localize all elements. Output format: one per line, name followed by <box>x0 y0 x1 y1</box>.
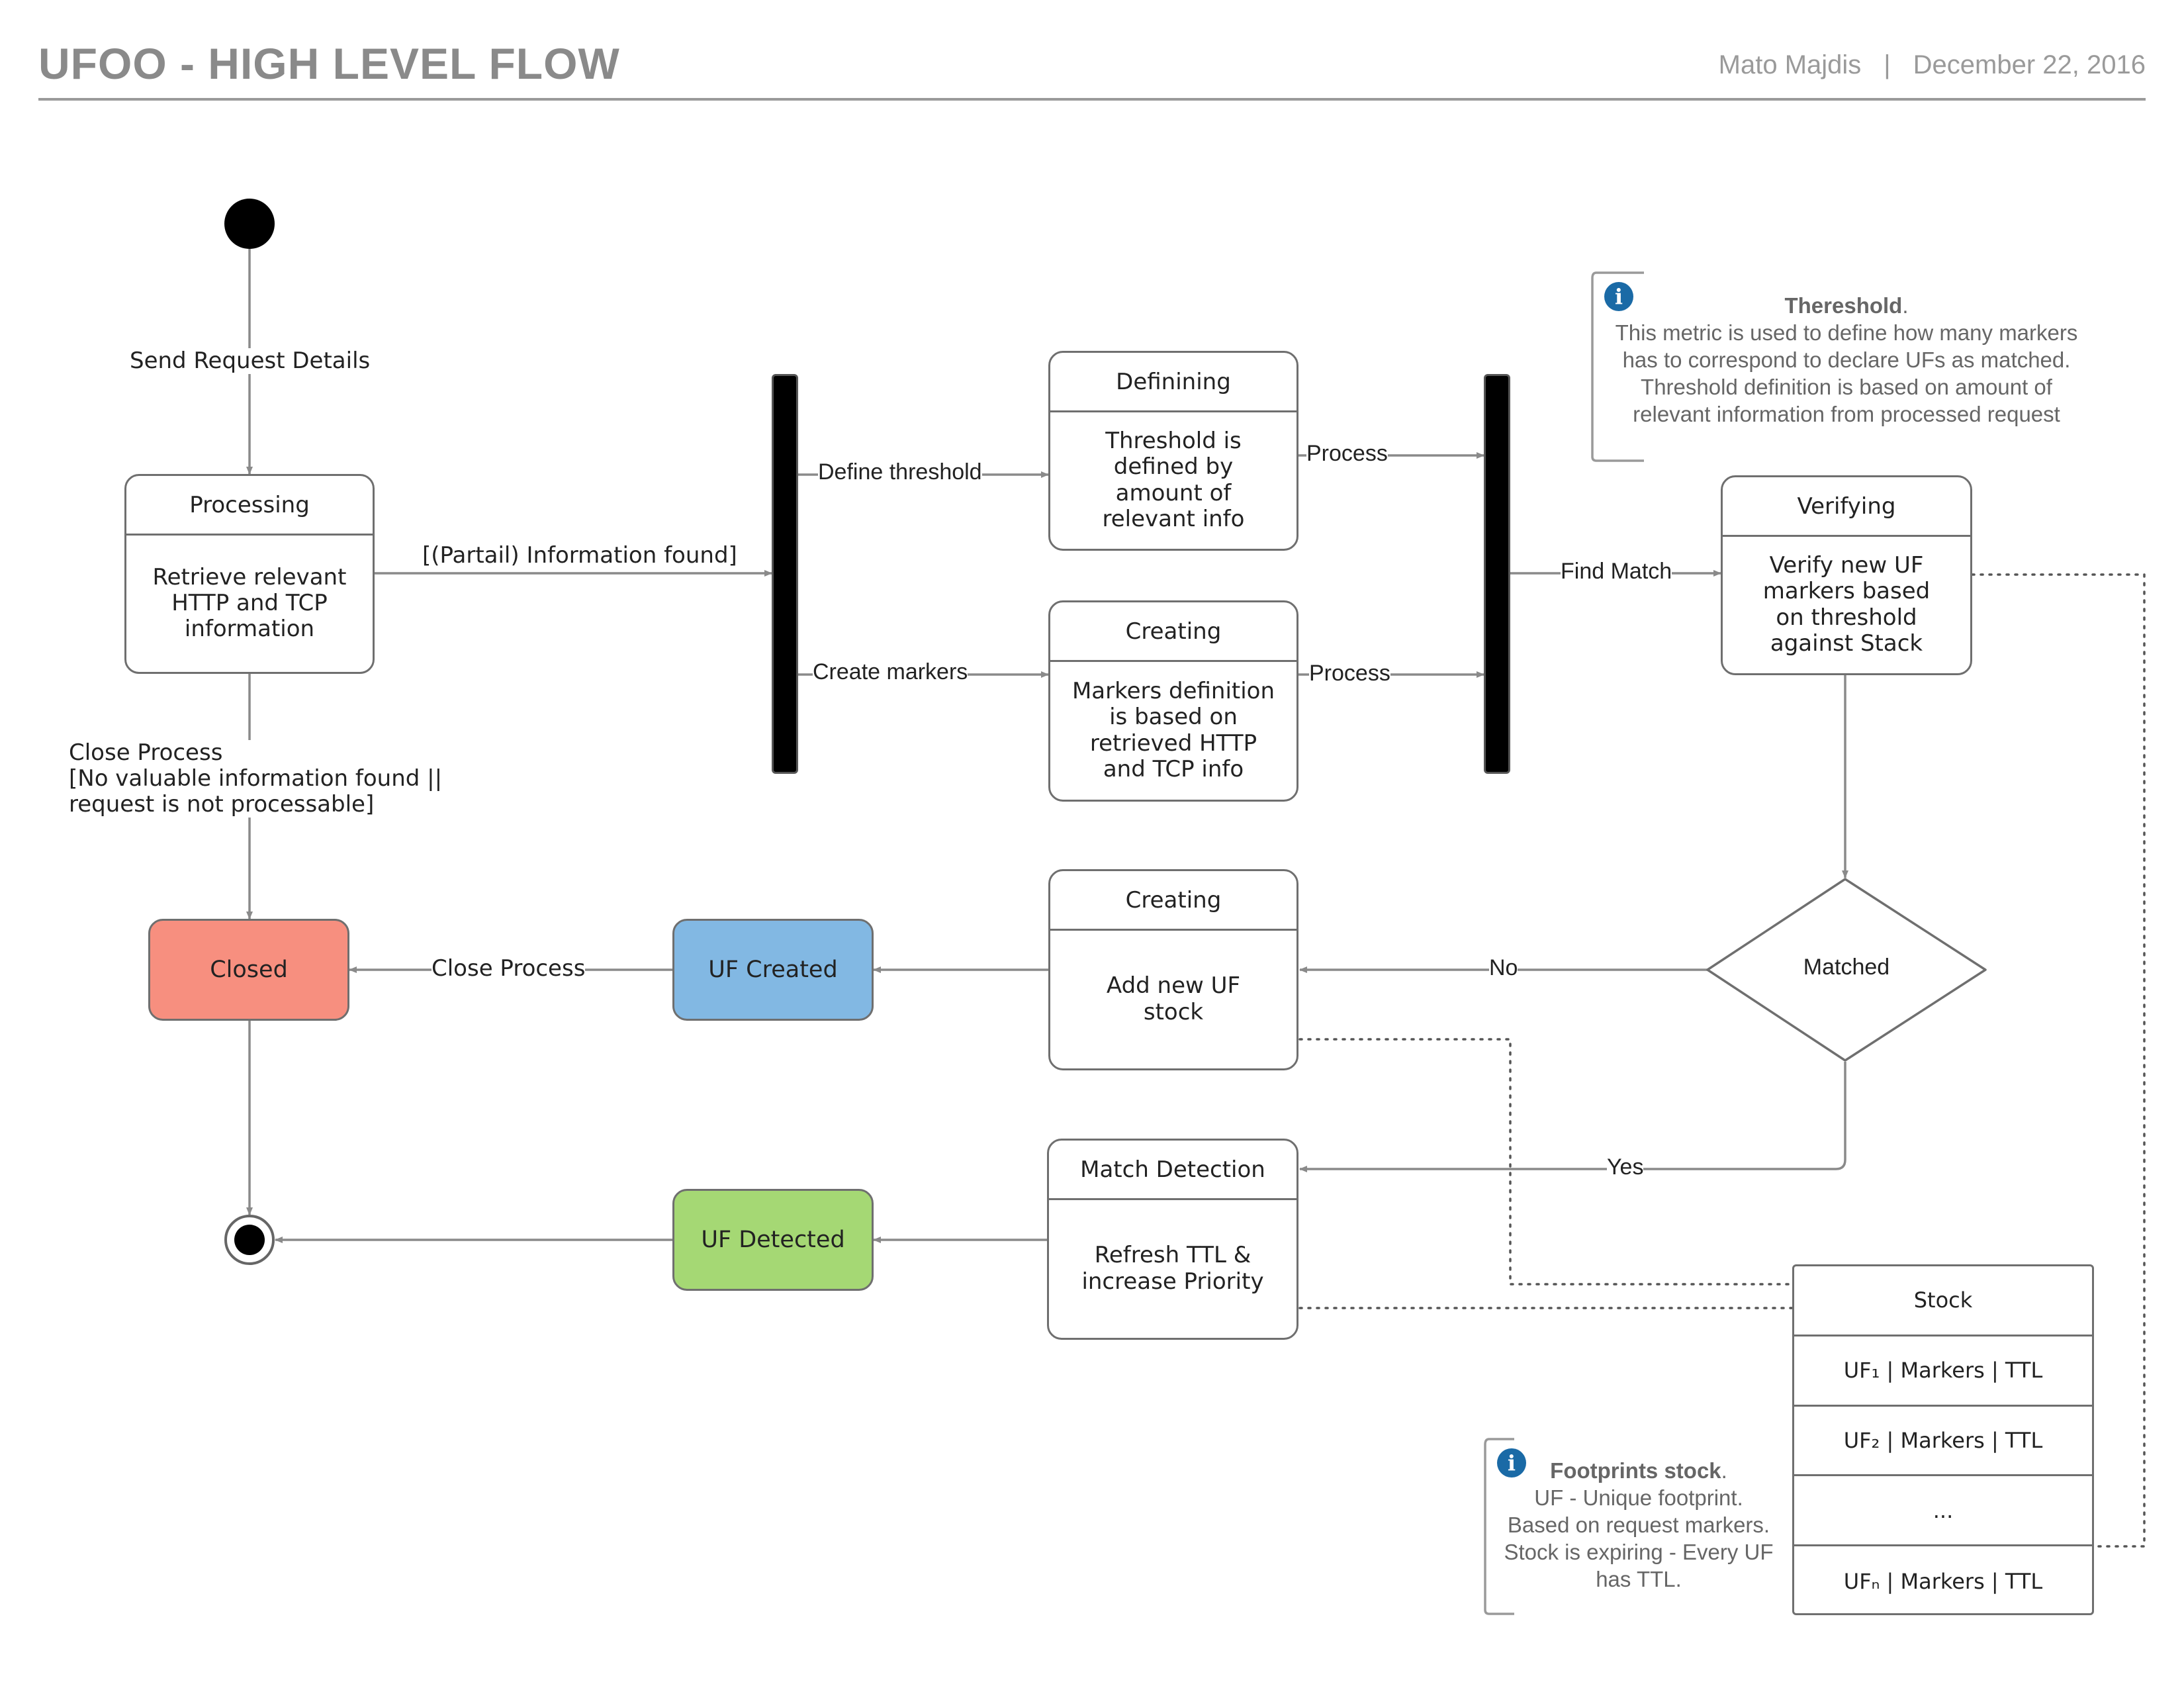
header-rule <box>38 98 2146 101</box>
footprints-note: Footprints stock. UF - Unique footprint.… <box>1486 1458 1791 1593</box>
edge-label-process-1: Process <box>1306 441 1388 467</box>
edge-label-find-match: Find Match <box>1561 559 1672 585</box>
terminal-closed: Closed <box>148 919 349 1021</box>
threshold-note: Thereshold. This metric is used to defin… <box>1608 293 2085 428</box>
footprints-note-line: has TTL. <box>1596 1566 1682 1591</box>
state-title: Verifying <box>1723 477 1970 537</box>
stock-row: UF₂ | Markers | TTL <box>1794 1407 2092 1477</box>
threshold-note-line: This metric is used to define how many m… <box>1615 320 2078 345</box>
edge-label-process-2: Process <box>1309 661 1390 687</box>
assoc-verifying-stock <box>1971 573 2146 1548</box>
state-body: Add new UF stock <box>1106 972 1241 1025</box>
edge-label-close-process-cond: Close Process [No valuable information f… <box>69 739 443 818</box>
join-bar <box>1484 374 1510 774</box>
state-title: Processing <box>126 476 373 536</box>
threshold-note-title: Thereshold. <box>1784 293 1909 318</box>
footprints-note-line: UF - Unique footprint. <box>1534 1485 1743 1510</box>
page-title: UFOO - HIGH LEVEL FLOW <box>38 39 620 88</box>
decision-label: Matched <box>1803 955 1890 980</box>
threshold-note-bracket <box>1591 271 1644 462</box>
edge-label-no: No <box>1489 955 1518 982</box>
state-body: Verify new UF markers based on threshold… <box>1762 552 1931 657</box>
edge-label-yes: Yes <box>1607 1154 1644 1181</box>
state-body: Retrieve relevant HTTP and TCP informati… <box>152 563 347 643</box>
state-defining: Definining Threshold is defined by amoun… <box>1048 351 1298 551</box>
initial-node <box>224 199 275 249</box>
state-title: Definining <box>1050 353 1297 412</box>
footprints-note-line: Stock is expiring - Every UF <box>1504 1539 1774 1564</box>
state-match-detection: Match Detection Refresh TTL & increase P… <box>1047 1139 1298 1340</box>
threshold-note-line: has to correspond to declare UFs as matc… <box>1622 347 2071 372</box>
threshold-note-line: Threshold definition is based on amount … <box>1641 374 2052 399</box>
header-date: December 22, 2016 <box>1913 50 2146 79</box>
footprints-note-line: Based on request markers. <box>1507 1512 1770 1537</box>
assoc-creating-stock <box>1298 1038 1794 1286</box>
header-separator: | <box>1884 50 1891 79</box>
state-title: Match Detection <box>1049 1141 1297 1200</box>
state-body: Refresh TTL & increase Priority <box>1081 1242 1264 1295</box>
edge-label-define-threshold: Define threshold <box>818 459 982 486</box>
author-name: Mato Majdis <box>1718 50 1862 79</box>
stock-row: ... <box>1794 1476 2092 1547</box>
state-body: Markers definition is based on retrieved… <box>1071 678 1275 782</box>
footprints-note-title: Footprints stock. <box>1550 1458 1727 1483</box>
fork-bar <box>772 374 798 774</box>
final-node-dot <box>234 1225 265 1255</box>
stock-table: Stock UF₁ | Markers | TTL UF₂ | Markers … <box>1792 1264 2094 1615</box>
edge-yes <box>1299 1062 1846 1172</box>
footprints-note-bracket <box>1484 1438 1514 1615</box>
stock-row: UFₙ | Markers | TTL <box>1843 1569 2043 1595</box>
edge-label-info-found: [(Partail) Information found] <box>422 542 737 569</box>
matched-decision-diamond <box>1706 878 1987 1062</box>
threshold-note-line: relevant information from processed requ… <box>1633 401 2060 426</box>
info-icon: i <box>1604 282 1633 311</box>
state-body: Threshold is defined by amount of releva… <box>1102 428 1245 532</box>
edge-label-send-request: Send Request Details <box>130 348 371 375</box>
state-title: Creating <box>1050 871 1297 931</box>
info-icon: i <box>1497 1448 1526 1477</box>
edge-label-close-process: Close Process <box>432 955 586 982</box>
stock-row: UF₁ | Markers | TTL <box>1794 1336 2092 1407</box>
state-processing: Processing Retrieve relevant HTTP and TC… <box>124 474 375 674</box>
terminal-uf-detected: UF Detected <box>672 1189 874 1291</box>
edge-label-create-markers: Create markers <box>813 659 968 686</box>
terminal-uf-created: UF Created <box>672 919 874 1021</box>
state-title: Creating <box>1050 602 1297 662</box>
state-creating-stock: Creating Add new UF stock <box>1048 869 1298 1070</box>
state-verifying: Verifying Verify new UF markers based on… <box>1721 475 1972 675</box>
stock-title: Stock <box>1794 1266 2092 1336</box>
header-meta: Mato Majdis | December 22, 2016 <box>1719 50 2146 80</box>
state-creating-markers: Creating Markers definition is based on … <box>1048 600 1298 802</box>
